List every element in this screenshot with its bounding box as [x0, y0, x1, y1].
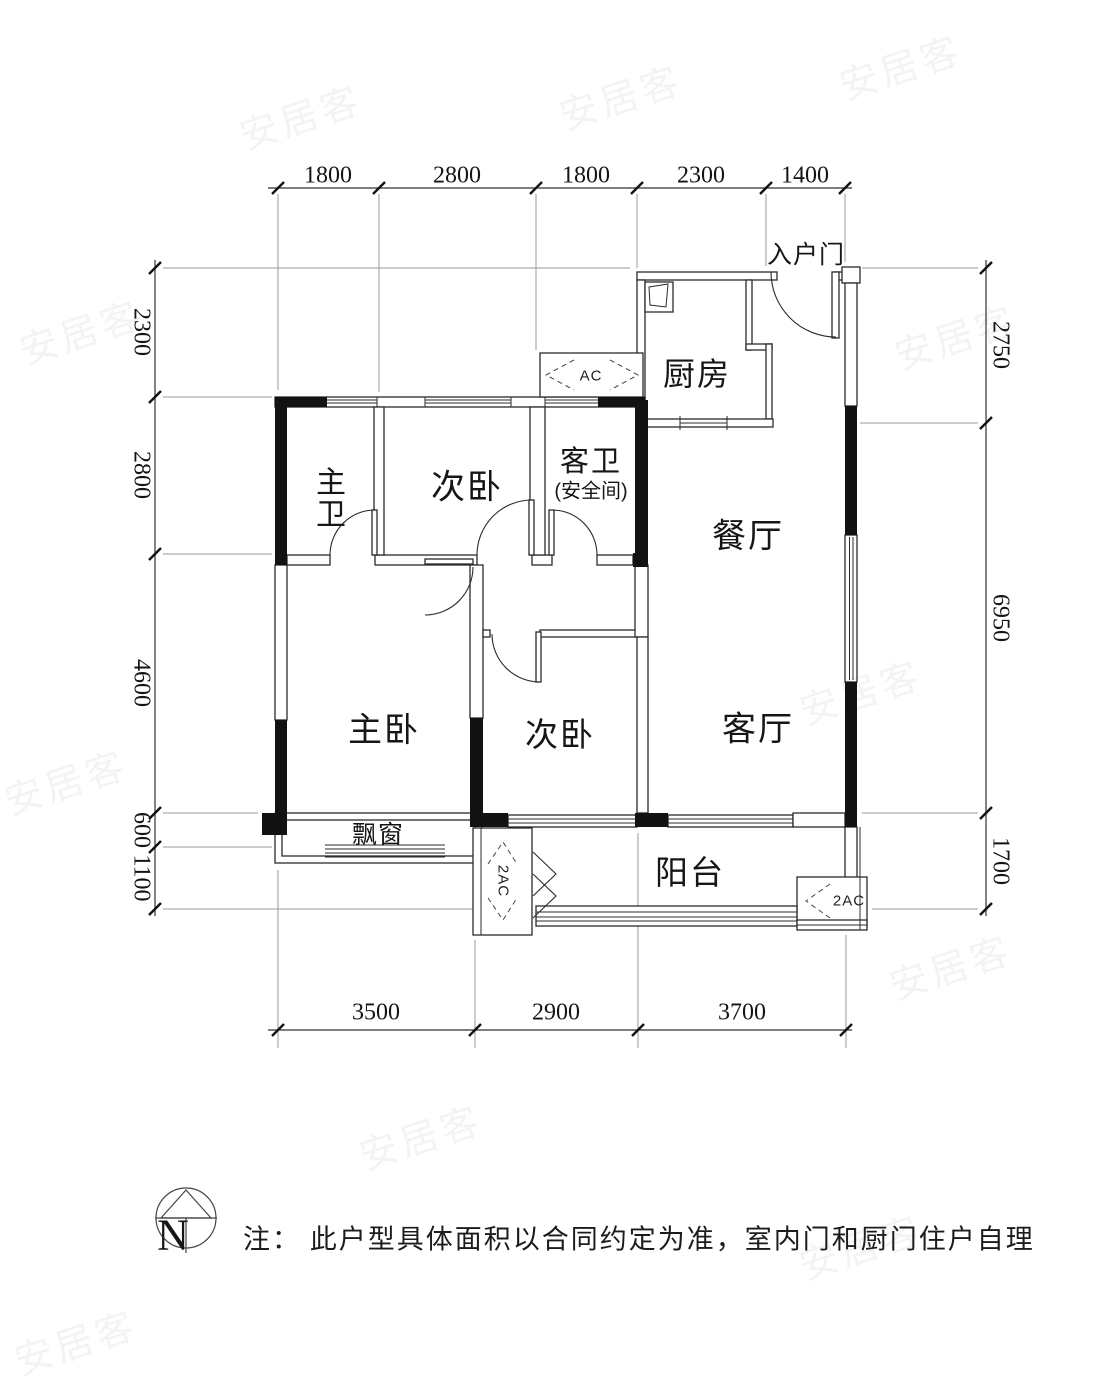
dim-bottom-1: 3500: [352, 999, 400, 1026]
dim-right-1: 2750: [987, 321, 1014, 369]
label-entry-door: 入户门: [766, 241, 846, 269]
ac-unit-label: AC: [579, 367, 603, 385]
dim-left-3: 4600: [128, 659, 155, 707]
room-label-guest-bath: 客卫: [559, 446, 623, 478]
dim-left-5: 1100: [128, 854, 155, 902]
dim-top-2: 2800: [433, 162, 481, 189]
floor-plan-note: 注： 此户型具体面积以合同约定为准，室内门和厨门住户自理: [243, 1224, 1035, 1255]
room-label-guest-bath-note: (安全间): [554, 480, 628, 503]
dim-left-2: 2800: [128, 451, 155, 499]
dim-left-1: 2300: [128, 308, 155, 356]
dim-top-3: 1800: [562, 162, 610, 189]
ac2-unit-left-label: 2AC: [494, 864, 512, 898]
dim-right-2: 6950: [987, 594, 1014, 642]
dim-left-4: 600: [128, 812, 155, 848]
compass-north-label: N: [157, 1210, 191, 1260]
dim-top-1: 1800: [304, 162, 352, 189]
room-label-second-bedroom-upper: 次卧: [431, 468, 503, 507]
room-label-second-bedroom-lower: 次卧: [525, 716, 595, 753]
room-label-master-bath: 主卫: [311, 466, 344, 530]
dim-right-3: 1700: [987, 837, 1014, 885]
dim-bottom-2: 2900: [532, 999, 580, 1026]
room-label-master-bedroom: 主卧: [348, 711, 420, 750]
ac2-unit-right-label: 2AC: [832, 892, 866, 910]
room-label-dining: 餐厅: [712, 517, 784, 556]
dim-top-5: 1400: [781, 162, 829, 189]
label-bay-window: 飘窗: [351, 821, 405, 849]
room-label-kitchen: 厨房: [662, 356, 732, 392]
dim-top-4: 2300: [677, 162, 725, 189]
room-label-balcony: 阳台: [655, 854, 725, 891]
dim-bottom-3: 3700: [718, 999, 766, 1026]
room-label-living: 客厅: [722, 710, 794, 749]
